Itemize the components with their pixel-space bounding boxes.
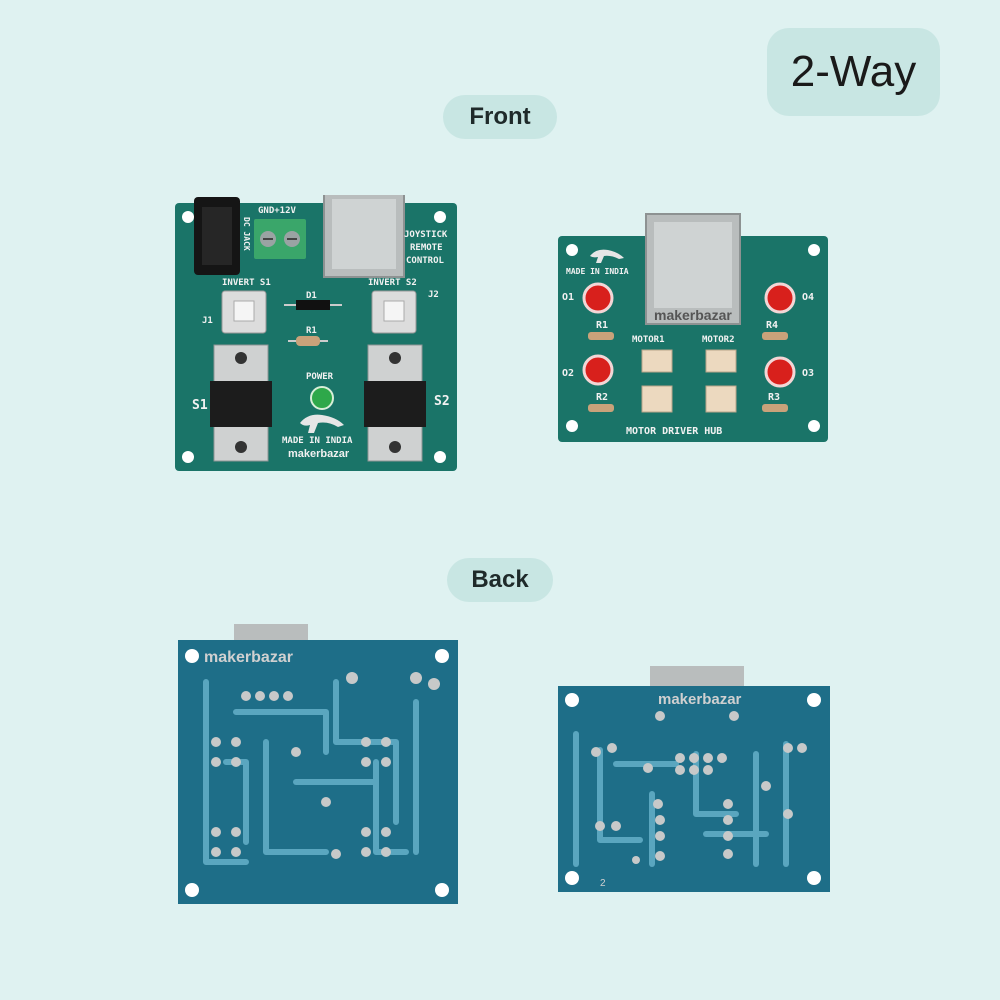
motor2-label: MOTOR2: [702, 335, 735, 345]
j1-label: J1: [202, 316, 213, 326]
invert-s1-label: INVERT S1: [222, 278, 271, 288]
slide-switch-s2: [364, 344, 426, 462]
motor1-label: MOTOR1: [632, 335, 665, 345]
terminal-block: [254, 219, 306, 259]
brand-label: makerbazar: [658, 691, 742, 708]
brand-label: makerbazar: [654, 307, 732, 323]
j2-label: J2: [428, 290, 439, 300]
s2-label: S2: [434, 394, 450, 409]
joystick-title-line2: REMOTE: [410, 243, 443, 253]
power-label: POWER: [306, 372, 334, 382]
d1-label: D1: [306, 291, 317, 301]
motor2-connector-top: [705, 349, 737, 373]
resistor-r1: [296, 336, 320, 346]
s1-label: S1: [192, 398, 208, 413]
brand-label: makerbazar: [288, 448, 350, 460]
board-title: MOTOR DRIVER HUB: [626, 426, 722, 437]
motor1-connector-bottom: [641, 385, 673, 413]
motor-driver-board-back: makerbazar 2: [556, 664, 836, 896]
joystick-board-back: makerbazar: [176, 622, 460, 908]
led-o1: [582, 282, 614, 314]
dc-jack-label: DC JACK: [242, 217, 251, 251]
o3-label: O3: [802, 368, 814, 379]
slide-switch-s1: [210, 344, 272, 462]
resistor-r3: [762, 404, 788, 412]
invert-s2-label: INVERT S2: [368, 278, 417, 288]
r2-label: R2: [596, 392, 608, 403]
lion-logo: [590, 249, 624, 263]
joystick-board-front: DC JACK GND+12V JOYSTICK REMOTE CONTROL …: [172, 195, 462, 475]
r3-label: R3: [768, 392, 780, 403]
o2-label: O2: [562, 368, 574, 379]
made-in-india-label: MADE IN INDIA: [282, 436, 353, 446]
lion-logo: [300, 414, 344, 433]
motor1-connector-top: [641, 349, 673, 373]
joystick-title-line1: JOYSTICK: [404, 230, 448, 240]
led-o4: [764, 282, 796, 314]
solder-pads: [211, 672, 440, 859]
board-mark: 2: [600, 878, 606, 889]
resistor-r2: [588, 404, 614, 412]
led-o3: [764, 356, 796, 388]
motor2-connector-bottom: [705, 385, 737, 413]
terminal-label: GND+12V: [258, 206, 297, 216]
power-led: [310, 386, 334, 410]
back-section-label: Back: [447, 558, 553, 602]
r4-label: R4: [766, 320, 778, 331]
o1-label: O1: [562, 292, 574, 303]
r1-label: R1: [306, 326, 317, 336]
resistor-r1: [588, 332, 614, 340]
resistor-r4: [762, 332, 788, 340]
motor-driver-board-front: makerbazar MADE IN INDIA O1 O4 O2 O3 R1 …: [556, 212, 832, 444]
diode-d1: [296, 300, 330, 310]
solder-pads: [591, 711, 807, 864]
joystick-title-line3: CONTROL: [406, 256, 445, 266]
front-section-label: Front: [443, 95, 557, 139]
made-in-india-label: MADE IN INDIA: [566, 267, 629, 276]
led-o2: [582, 354, 614, 386]
product-variant-badge: 2-Way: [767, 28, 940, 116]
o4-label: O4: [802, 292, 814, 303]
brand-label: makerbazar: [204, 649, 293, 666]
r1-label: R1: [596, 320, 608, 331]
